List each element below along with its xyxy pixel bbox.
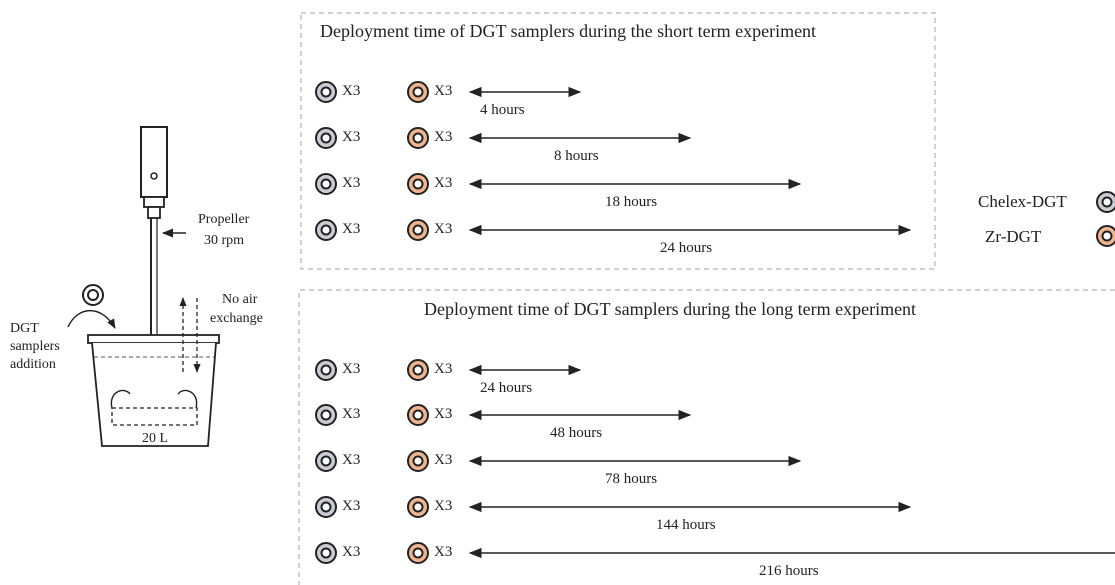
short_term-row-3-chelex-count: X3 xyxy=(342,221,361,237)
short_term-row-2-chelex-sampler-inner xyxy=(320,178,332,190)
long_term-row-2-zr-count: X3 xyxy=(434,452,453,468)
long_term-row-1-zr-sampler-inner xyxy=(412,409,424,421)
short_term-row-0-chelex-sampler-inner xyxy=(320,86,332,98)
short_term-row-1-duration-label: 8 hours xyxy=(554,148,599,164)
motor-hole xyxy=(150,172,158,180)
deployment-rows xyxy=(315,81,1115,564)
long_term-row-0-chelex-count: X3 xyxy=(342,361,361,377)
legend-zr-sampler-inner xyxy=(1101,230,1113,242)
legend-zr-label: Zr-DGT xyxy=(985,227,1042,246)
long_term-row-1-zr-count: X3 xyxy=(434,406,453,422)
short_term-row-0-chelex-count: X3 xyxy=(342,83,361,99)
propeller-speed: 30 rpm xyxy=(204,233,245,248)
short_term-row-1-zr-sampler-inner xyxy=(412,132,424,144)
long_term-row-0-duration-label: 24 hours xyxy=(480,380,533,396)
long_term-row-3-zr-sampler xyxy=(407,496,429,518)
short_term-row-2-chelex-count: X3 xyxy=(342,175,361,191)
propeller-label: Propeller xyxy=(198,212,250,227)
long_term-row-0-zr-sampler-inner xyxy=(412,364,424,376)
short_term-row-0-duration-label: 4 hours xyxy=(480,102,525,118)
long_term-row-1-chelex-sampler-inner xyxy=(320,409,332,421)
long_term-row-2-chelex-sampler xyxy=(315,450,337,472)
short_term-row-1-zr-sampler xyxy=(407,127,429,149)
long_term-row-0-zr-count: X3 xyxy=(434,361,453,377)
long_term-row-3-chelex-sampler-inner xyxy=(320,501,332,513)
legend-chelex-label: Chelex-DGT xyxy=(978,192,1067,211)
long_term-row-3-chelex-sampler xyxy=(315,496,337,518)
long_term-row-2-zr-sampler-inner xyxy=(412,455,424,467)
short_term-row-2-zr-sampler xyxy=(407,173,429,195)
motor-body xyxy=(140,126,168,198)
long_term-row-3-zr-sampler-inner xyxy=(412,501,424,513)
setup-apparatus xyxy=(67,126,220,447)
long_term-row-2-duration-label: 78 hours xyxy=(605,471,658,487)
short-term-title: Deployment time of DGT samplers during t… xyxy=(320,21,817,41)
short_term-row-1-chelex-count: X3 xyxy=(342,129,361,145)
short_term-row-1-chelex-sampler xyxy=(315,127,337,149)
short_term-row-2-chelex-sampler xyxy=(315,173,337,195)
stir-arc-right xyxy=(177,389,198,409)
short_term-row-0-chelex-sampler xyxy=(315,81,337,103)
long_term-row-2-chelex-count: X3 xyxy=(342,452,361,468)
long_term-row-4-zr-sampler xyxy=(407,542,429,564)
short_term-row-0-zr-sampler xyxy=(407,81,429,103)
samplers-label-3: addition xyxy=(10,357,56,372)
air-label-2: exchange xyxy=(210,311,263,326)
short_term-row-2-zr-sampler-inner xyxy=(412,178,424,190)
short_term-row-3-chelex-sampler xyxy=(315,219,337,241)
short_term-row-3-zr-sampler-inner xyxy=(412,224,424,236)
short_term-row-1-zr-count: X3 xyxy=(434,129,453,145)
long_term-row-1-chelex-count: X3 xyxy=(342,406,361,422)
long_term-row-1-chelex-sampler xyxy=(315,404,337,426)
short_term-row-3-duration-label: 24 hours xyxy=(660,240,713,256)
long_term-row-4-chelex-sampler-inner xyxy=(320,547,332,559)
long_term-row-0-chelex-sampler xyxy=(315,359,337,381)
long_term-row-2-chelex-sampler-inner xyxy=(320,455,332,467)
long_term-row-3-chelex-count: X3 xyxy=(342,498,361,514)
long_term-row-1-duration-label: 48 hours xyxy=(550,425,603,441)
short_term-row-1-chelex-sampler-inner xyxy=(320,132,332,144)
long_term-row-1-zr-sampler xyxy=(407,404,429,426)
legend xyxy=(1096,191,1115,247)
added-sampler-inner xyxy=(87,289,99,301)
long-term-box xyxy=(298,289,1115,585)
short_term-row-2-duration-label: 18 hours xyxy=(605,194,658,210)
long_term-row-0-zr-sampler xyxy=(407,359,429,381)
samplers-label-2: samplers xyxy=(10,339,60,354)
long_term-row-4-duration-label: 216 hours xyxy=(759,563,819,579)
long_term-row-4-chelex-sampler xyxy=(315,542,337,564)
long_term-row-0-chelex-sampler-inner xyxy=(320,364,332,376)
volume-label: 20 L xyxy=(142,431,169,446)
air-label-1: No air xyxy=(222,292,258,307)
long_term-row-4-zr-sampler-inner xyxy=(412,547,424,559)
bucket-lid xyxy=(87,334,220,344)
short_term-row-3-chelex-sampler-inner xyxy=(320,224,332,236)
motor-chuck xyxy=(147,206,161,219)
short_term-row-3-zr-count: X3 xyxy=(434,221,453,237)
legend-chelex-sampler xyxy=(1096,191,1115,213)
long-term-title: Deployment time of DGT samplers during t… xyxy=(424,299,917,319)
sampler-holder xyxy=(111,407,198,426)
legend-zr-sampler xyxy=(1096,225,1115,247)
long_term-row-3-duration-label: 144 hours xyxy=(656,517,716,533)
long_term-row-4-chelex-count: X3 xyxy=(342,544,361,560)
short_term-row-2-zr-count: X3 xyxy=(434,175,453,191)
long_term-row-4-zr-count: X3 xyxy=(434,544,453,560)
long_term-row-3-zr-count: X3 xyxy=(434,498,453,514)
bucket-body xyxy=(91,342,217,447)
samplers-label-1: DGT xyxy=(10,321,39,336)
legend-chelex-sampler-inner xyxy=(1101,196,1113,208)
stir-arc-left xyxy=(110,389,131,409)
long_term-row-2-zr-sampler xyxy=(407,450,429,472)
short_term-row-3-zr-sampler xyxy=(407,219,429,241)
short_term-row-0-zr-count: X3 xyxy=(434,83,453,99)
motor-neck xyxy=(143,196,165,208)
addition-arrow xyxy=(67,310,116,329)
short_term-row-0-zr-sampler-inner xyxy=(412,86,424,98)
short-term-box xyxy=(300,12,936,270)
